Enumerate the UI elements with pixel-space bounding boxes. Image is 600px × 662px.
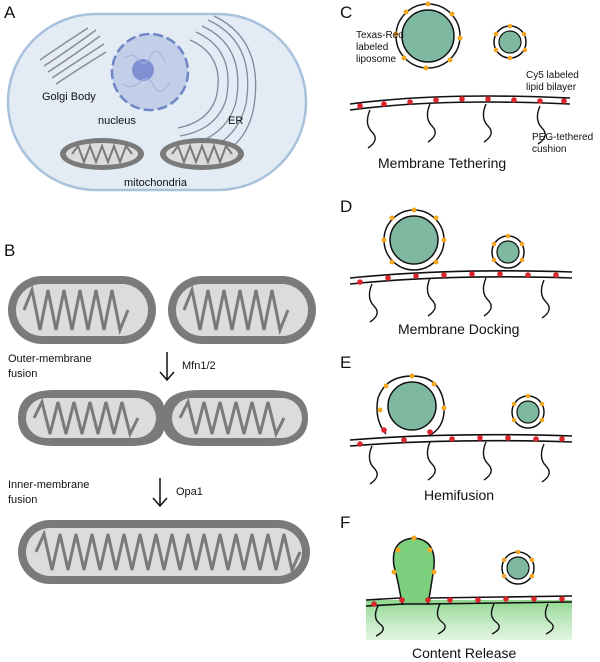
liposome-label-1: Texas-Red [356,30,404,41]
caption-hemifusion: Hemifusion [424,487,494,503]
panel-e-letter: E [340,353,351,372]
step2-protein: Opa1 [176,486,203,498]
tethering-scene: Texas-Red labeled liposome Cy5 labeled l… [349,1,593,155]
panel-c-letter: C [340,3,352,22]
caption-content-release: Content Release [412,645,517,661]
panel-a-letter: A [4,3,16,22]
cushion-label-2: cushion [532,144,566,155]
caption-docking: Membrane Docking [398,321,519,337]
cell-mitochondria-icon [60,138,244,170]
step1-line2: fusion [8,368,37,380]
mitochondria-outer-fused [18,390,308,446]
bilayer-label-2: lipid bilayer [526,82,577,93]
golgi-label: Golgi Body [42,91,96,103]
liposome-label-2: labeled [356,42,388,53]
step2-line2: fusion [8,494,37,506]
cushion-label-1: PEG-tethered [532,132,593,143]
step1-line1: Outer-membrane [8,353,92,365]
bilayer-label-1: Cy5 labeled [526,70,579,81]
hemifusion-scene [349,373,573,485]
mitochondria-pair [8,276,316,344]
caption-tethering: Membrane Tethering [378,155,506,171]
mitochondria-fully-fused [18,520,310,584]
docking-scene [349,207,573,323]
mitochondria-label: mitochondria [124,177,188,189]
down-arrow-icon [152,478,168,508]
step2-line1: Inner-membrane [8,479,89,491]
step1-protein: Mfn1/2 [182,360,216,372]
nucleus-label: nucleus [98,115,136,127]
content-release-scene [365,535,573,640]
cell-diagram: Golgi Body nucleus ER mitochondria [6,12,308,192]
down-arrow-icon [159,352,175,382]
golgi-icon [39,27,107,85]
panel-d-letter: D [340,197,352,216]
liposome-label-3: liposome [356,54,396,65]
panel-f-letter: F [340,513,350,532]
nucleus-icon [110,32,190,112]
er-label: ER [228,115,243,127]
panel-b-letter: B [4,241,15,260]
